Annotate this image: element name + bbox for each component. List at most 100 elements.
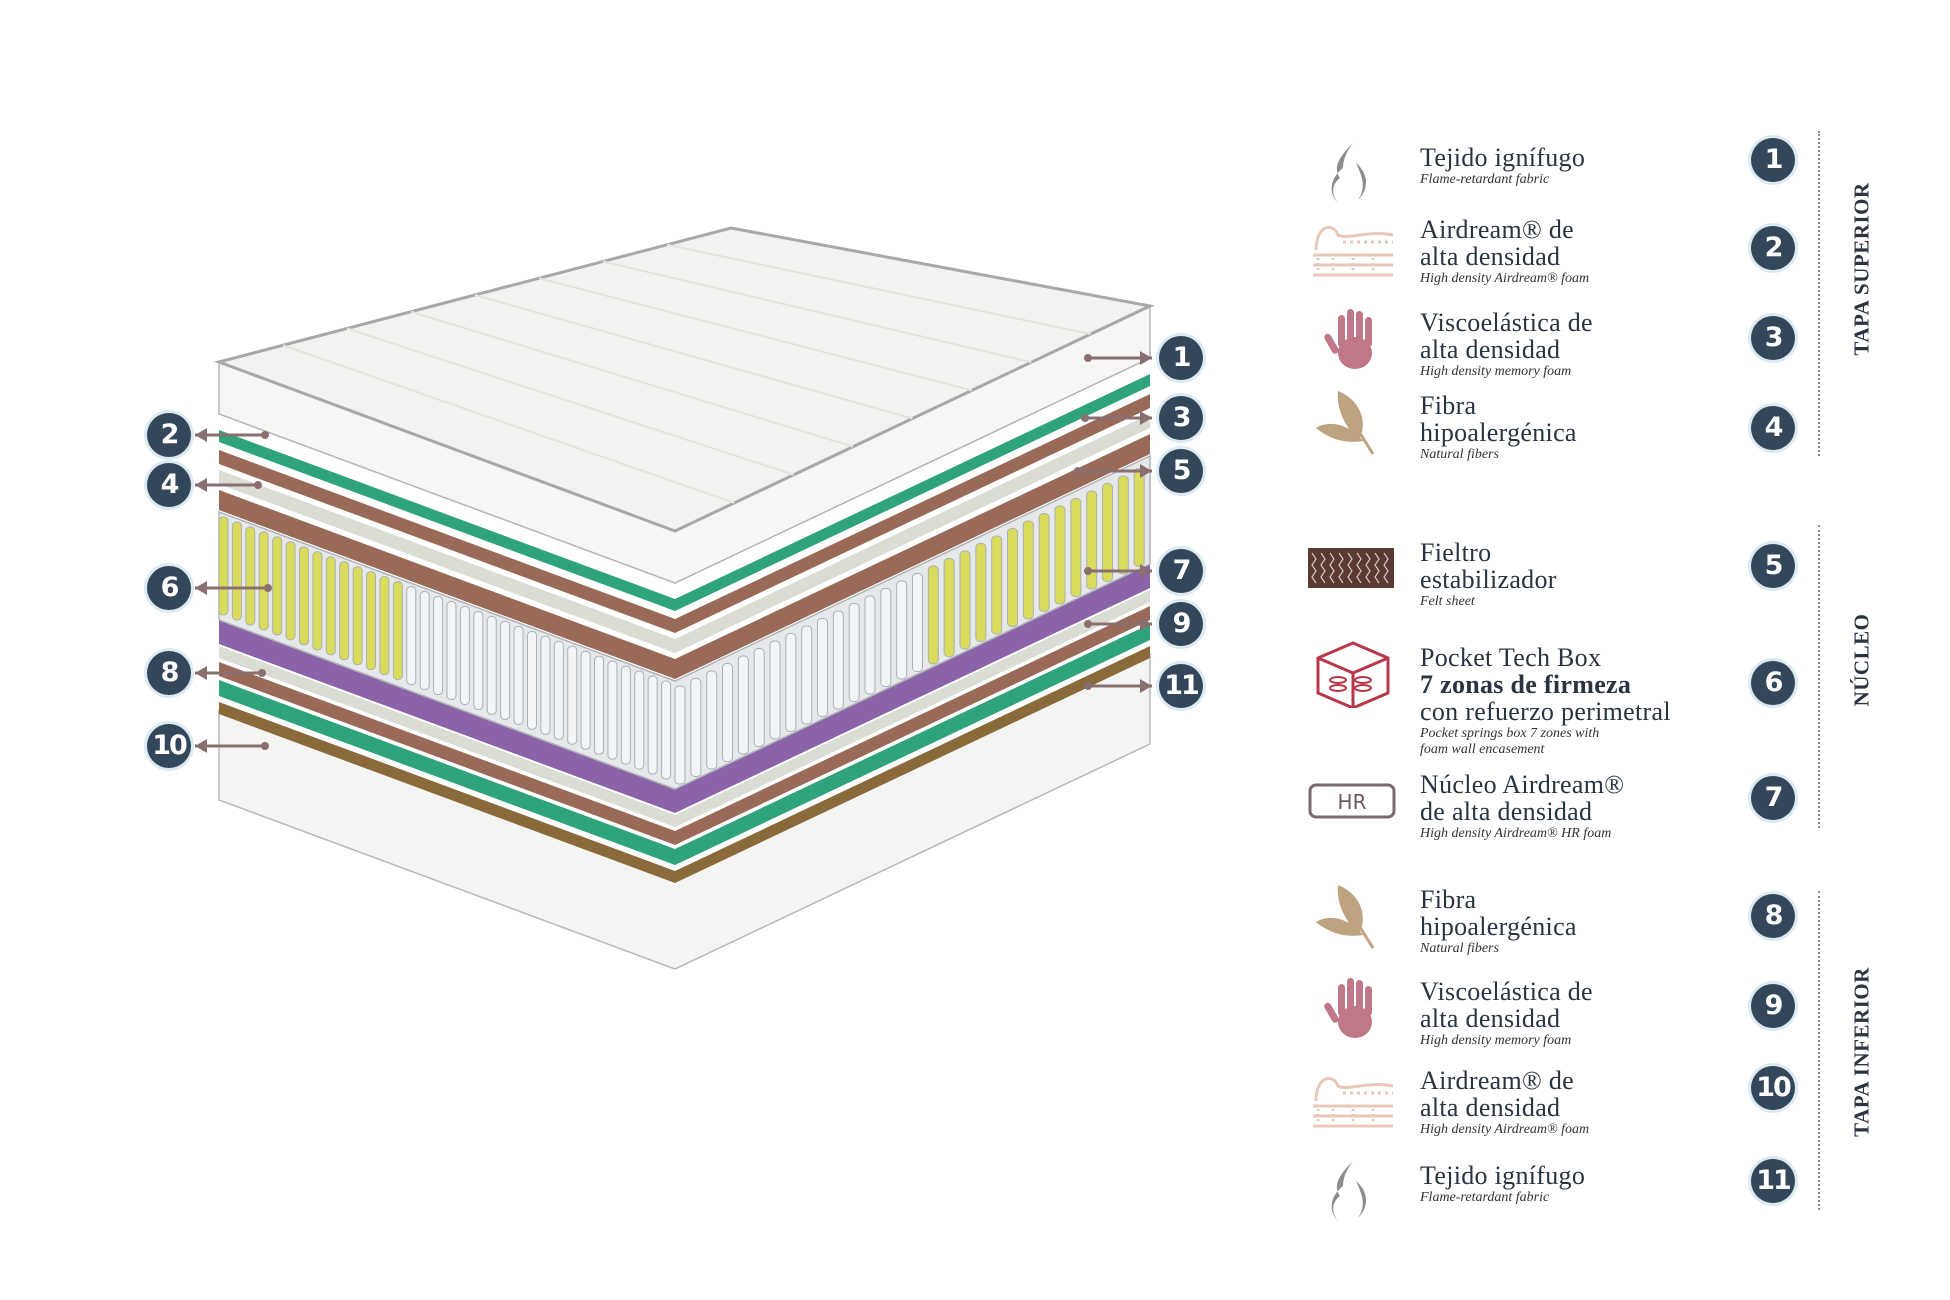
spring bbox=[446, 601, 457, 700]
leaf-icon bbox=[1308, 880, 1398, 950]
spring bbox=[218, 516, 229, 616]
hr-icon: HR bbox=[1308, 765, 1398, 835]
callout-badge-left: 6 bbox=[147, 566, 191, 610]
spring bbox=[896, 580, 908, 680]
hr-icon-label: HR bbox=[1337, 790, 1367, 814]
callout-badge-right: 1 bbox=[1159, 336, 1203, 380]
felt-icon bbox=[1308, 533, 1398, 603]
legend-item-subtitle: Flame-retardant fabric bbox=[1420, 172, 1550, 187]
quilting-line bbox=[602, 260, 1032, 364]
spring bbox=[661, 680, 672, 780]
spring bbox=[959, 550, 971, 650]
spring bbox=[298, 546, 309, 646]
legend-item-title: Tejido ignífugo bbox=[1420, 1161, 1586, 1190]
spring bbox=[406, 586, 417, 686]
group-label-core: NÚCLEO bbox=[1849, 613, 1874, 707]
spring bbox=[1007, 528, 1018, 627]
spring bbox=[312, 551, 323, 651]
spring bbox=[231, 521, 242, 621]
quilting-line bbox=[538, 277, 973, 392]
legend-item-title: Viscoelástica de bbox=[1420, 977, 1593, 1006]
callout-arrow bbox=[1081, 411, 1152, 425]
spring bbox=[1133, 468, 1145, 567]
spring bbox=[580, 650, 591, 750]
spring bbox=[674, 685, 686, 785]
callout-arrow bbox=[1074, 464, 1152, 478]
callout-arrow bbox=[195, 666, 266, 680]
legend-item-title: Airdream® de bbox=[1420, 215, 1575, 244]
callout-badge-left: 4 bbox=[147, 463, 191, 507]
legend-item-title: Airdream® de bbox=[1420, 1066, 1575, 1095]
quilting-line bbox=[282, 344, 735, 504]
spring bbox=[1022, 520, 1034, 620]
hand-icon bbox=[1308, 303, 1398, 373]
spring bbox=[473, 610, 484, 710]
callout-arrow bbox=[1084, 351, 1152, 365]
legend-number-badge: 4 bbox=[1751, 406, 1795, 450]
legend-item-subtitle: Felt sheet bbox=[1420, 594, 1475, 609]
quilting-line bbox=[666, 243, 1091, 336]
foam-icon bbox=[1308, 1061, 1398, 1131]
legend-item-title: Fibra bbox=[1420, 391, 1477, 420]
callout-badge-left: 2 bbox=[147, 413, 191, 457]
legend-number-badge: 1 bbox=[1751, 138, 1795, 182]
legend-item-subtitle: High density Airdream® HR foam bbox=[1420, 826, 1612, 841]
legend-item-title: Núcleo Airdream® bbox=[1420, 770, 1625, 799]
spring bbox=[647, 675, 658, 775]
legend-number-badge: 6 bbox=[1751, 661, 1795, 705]
legend-item-subtitle: High density memory foam bbox=[1420, 364, 1572, 379]
legend-item-title: hipoalergénica bbox=[1420, 418, 1577, 447]
legend-number-badge: 5 bbox=[1751, 544, 1795, 588]
legend-number-badge: 11 bbox=[1751, 1159, 1795, 1203]
legend-item-title: Viscoelástica de bbox=[1420, 308, 1593, 337]
legend-item-subtitle: High density memory foam bbox=[1420, 1033, 1572, 1048]
legend-number-badge: 2 bbox=[1751, 226, 1795, 270]
legend-item-title: con refuerzo perimetral bbox=[1420, 697, 1671, 726]
spring bbox=[459, 605, 470, 705]
spring bbox=[419, 591, 430, 691]
layer-1-cover-top bbox=[214, 226, 1155, 533]
quilting-line bbox=[346, 327, 795, 476]
spring bbox=[1070, 498, 1082, 597]
spring bbox=[1117, 475, 1129, 575]
spring bbox=[526, 630, 537, 730]
legend-item-title: 7 zonas de firmeza bbox=[1420, 670, 1632, 699]
legend-item-title: alta densidad bbox=[1420, 335, 1561, 364]
legend-number-badge: 3 bbox=[1751, 316, 1795, 360]
spring bbox=[366, 571, 377, 671]
foam-icon bbox=[1308, 210, 1398, 280]
spring bbox=[801, 625, 813, 725]
spring-box-icon bbox=[1308, 638, 1398, 710]
spring bbox=[722, 663, 733, 762]
spring bbox=[880, 588, 892, 687]
spring bbox=[817, 618, 828, 717]
spring bbox=[433, 596, 444, 696]
hand-icon bbox=[1308, 972, 1398, 1042]
legend-number-badge: 10 bbox=[1751, 1066, 1795, 1110]
group-divider-lower bbox=[1818, 891, 1820, 1210]
quilting-line bbox=[474, 294, 913, 420]
spring bbox=[769, 640, 781, 740]
legend-item-subtitle: foam wall encasement bbox=[1420, 742, 1545, 757]
quilting-line bbox=[410, 310, 854, 448]
spring bbox=[325, 556, 336, 656]
leaf-icon bbox=[1308, 386, 1398, 456]
spring bbox=[339, 561, 350, 661]
spring bbox=[690, 678, 702, 777]
spring bbox=[607, 660, 618, 760]
callout-arrow bbox=[195, 428, 269, 442]
legend-item-subtitle: Flame-retardant fabric bbox=[1420, 1190, 1550, 1205]
mattress-illustration bbox=[195, 226, 1155, 970]
spring bbox=[991, 535, 1003, 635]
spring bbox=[943, 558, 955, 657]
legend-item-title: Pocket Tech Box bbox=[1420, 643, 1602, 672]
